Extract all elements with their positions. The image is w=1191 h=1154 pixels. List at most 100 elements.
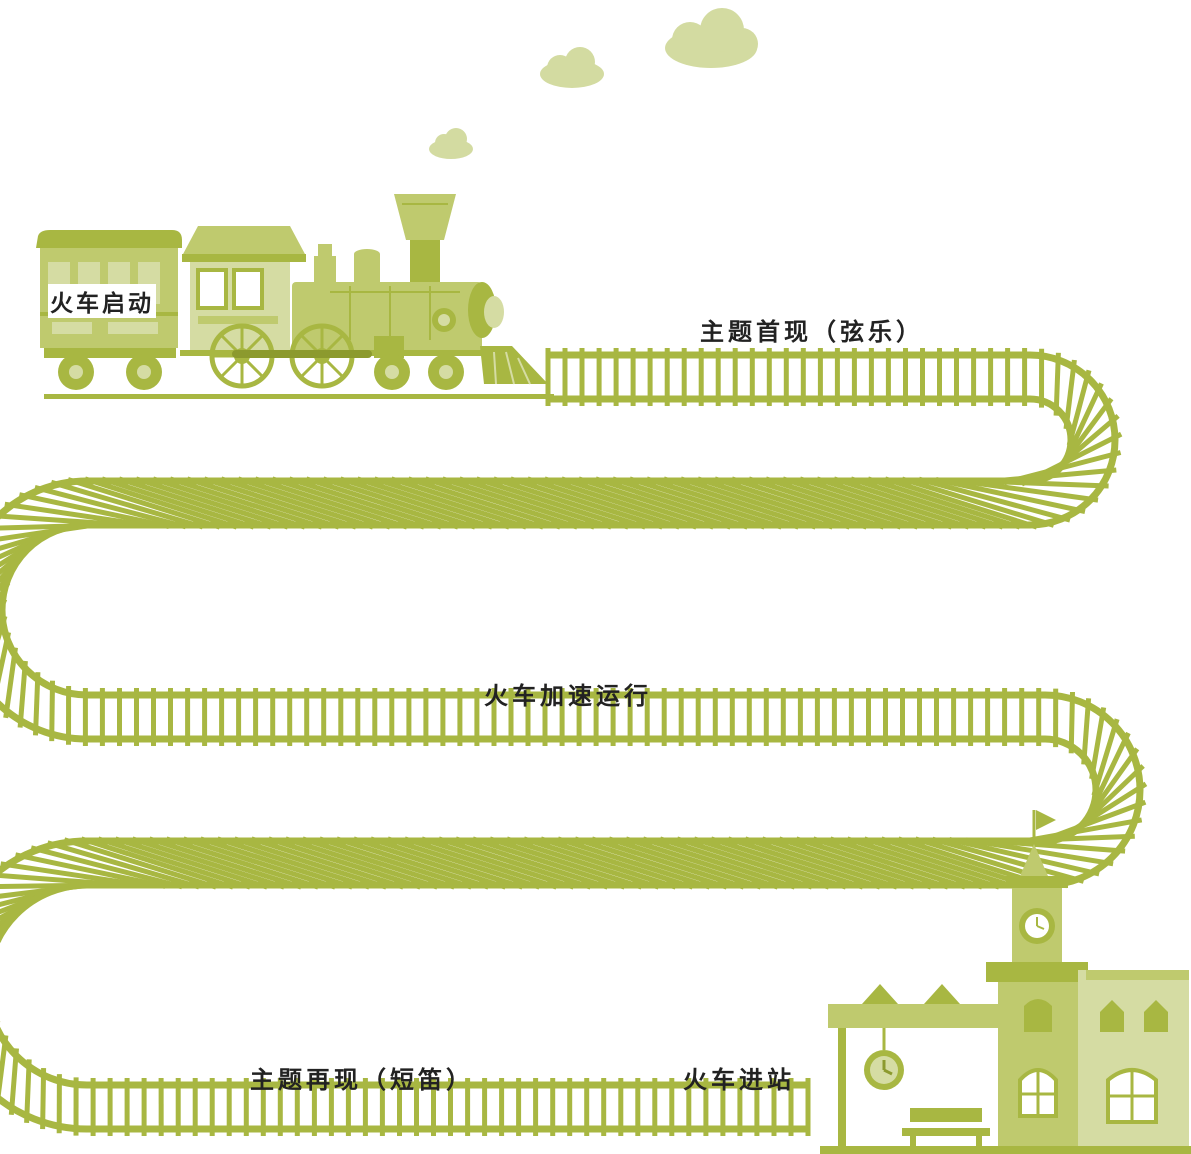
railway-tie <box>80 836 234 890</box>
railway-tie <box>560 476 715 530</box>
railway-tie <box>356 476 510 530</box>
railway-tie <box>421 836 575 890</box>
railway-tie <box>472 836 626 890</box>
railway-tie <box>829 836 983 890</box>
railway-tie <box>867 476 1021 530</box>
cloud-icon <box>540 47 604 88</box>
railway-tie <box>697 476 851 530</box>
stage-label-theme-return: 主题再现（短笛） <box>250 1066 474 1094</box>
railway-tie <box>387 836 541 890</box>
railway-tie <box>339 476 493 530</box>
railway-tie <box>254 476 408 530</box>
railway-tie <box>918 476 1071 523</box>
railway-tie <box>526 476 681 530</box>
railway-tie <box>761 836 915 890</box>
railway-tie <box>182 836 336 890</box>
clock-icon <box>1019 908 1055 944</box>
railway-tie <box>506 836 660 890</box>
railway-tie <box>390 476 544 530</box>
railway-tie <box>34 484 187 530</box>
stage-label-start: 火车启动 <box>48 284 156 318</box>
railway-tie <box>14 852 166 889</box>
railway-tie <box>407 476 561 530</box>
railway-tie <box>629 476 783 530</box>
railway-tie <box>489 836 643 890</box>
railway-tie <box>424 476 578 530</box>
railway-tie <box>659 836 813 890</box>
railway-tie <box>693 836 847 890</box>
railway-tie <box>353 836 507 890</box>
railway-tie <box>84 476 238 530</box>
railway-tie <box>63 837 217 890</box>
cloud-icon <box>665 8 758 68</box>
railway-tie <box>931 836 1085 884</box>
railway-tie <box>250 836 404 890</box>
railway-tie <box>578 476 732 530</box>
railway-tie <box>591 836 745 890</box>
stage-label-accelerate: 火车加速运行 <box>484 682 652 710</box>
railway-tie <box>765 476 919 530</box>
railway-tie <box>475 476 629 530</box>
railway-tie <box>748 476 902 530</box>
railway-tie <box>216 836 370 890</box>
railway-tie <box>935 477 1086 514</box>
railway-tie <box>267 836 422 890</box>
railway-tie <box>676 836 830 890</box>
railway-tie <box>97 836 251 890</box>
railway-tie <box>731 476 885 530</box>
stage-label-arrive: 火车进站 <box>683 1066 795 1094</box>
railway-tie <box>625 836 779 890</box>
railway-tie <box>608 836 762 890</box>
clock-icon <box>864 1050 904 1090</box>
railway-tie <box>30 845 183 890</box>
railway-tie <box>288 476 442 530</box>
cloud-icon <box>429 128 473 159</box>
railway-tie <box>863 836 1017 890</box>
railway-tie <box>237 476 391 530</box>
railway-tie <box>301 836 456 890</box>
railway-tie <box>233 836 387 890</box>
railway-tie <box>148 836 302 890</box>
ground-line <box>44 394 554 399</box>
railway-tie <box>646 476 800 530</box>
railway-tie <box>18 492 170 529</box>
railway-tie <box>203 476 357 530</box>
railway-tie <box>744 836 898 890</box>
railway-tie <box>220 476 374 530</box>
railway-tie <box>114 836 268 890</box>
railway-tie <box>271 476 425 530</box>
railway-tie <box>833 476 987 530</box>
railway-tie <box>850 476 1004 530</box>
train-station-icon <box>820 810 1191 1154</box>
railway-tie <box>318 836 473 890</box>
stage-label-theme-first: 主题首现（弦乐） <box>700 318 924 346</box>
railway-tie <box>101 476 255 530</box>
railway-tie <box>118 476 272 530</box>
railway-tie <box>799 476 953 530</box>
railway-tie <box>152 476 306 530</box>
railway-tie <box>574 836 728 890</box>
railway-tie <box>557 836 711 890</box>
railway-tie <box>169 476 323 530</box>
railway-tie <box>710 836 864 890</box>
railway-tie <box>595 476 749 530</box>
railway-tie <box>305 476 459 530</box>
railway-tie <box>540 836 694 890</box>
railway-tie <box>50 479 204 530</box>
railway-tie <box>135 476 289 530</box>
railway-tie <box>370 836 524 890</box>
railway-tie <box>884 476 1038 530</box>
railway-tie <box>492 476 646 530</box>
railway-tie <box>778 836 932 890</box>
railway-tie <box>336 836 490 890</box>
railway-tie <box>509 476 664 530</box>
railway-tie <box>455 836 609 890</box>
railway-tie <box>543 476 698 530</box>
railway-tie <box>901 476 1055 528</box>
rails <box>0 351 1144 1133</box>
railway-tie <box>199 836 353 890</box>
railway-tie <box>322 476 476 530</box>
railway-tie <box>812 836 966 890</box>
railway-tie <box>714 476 868 530</box>
